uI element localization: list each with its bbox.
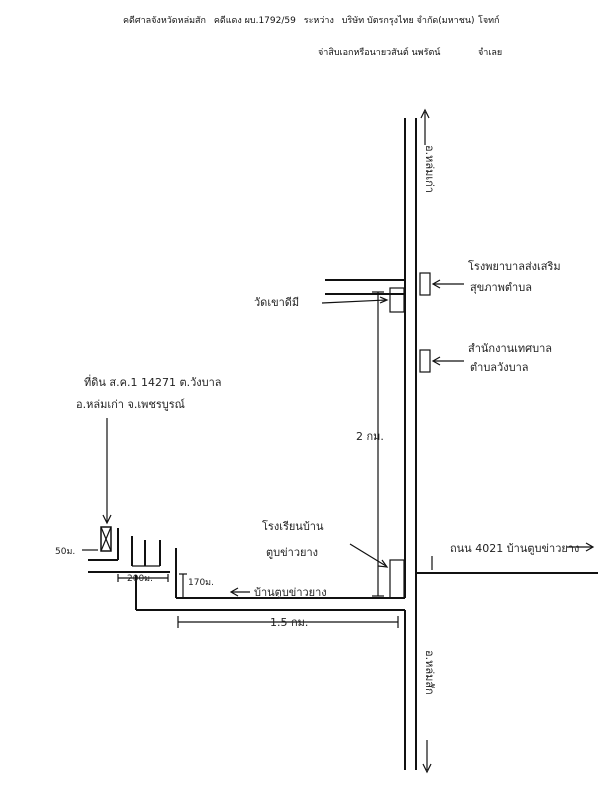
- village-school-label-line1: โรงเรียนบ้าน: [262, 519, 324, 533]
- between-label: ระหว่าง: [303, 16, 334, 26]
- distance-2km-label: 2 กม.: [356, 430, 384, 443]
- defendant-label: จำเลย: [478, 48, 503, 58]
- village-school-pointer: [349, 543, 387, 567]
- municipal-label-line2: ตำบลวังบาล: [470, 361, 529, 374]
- road-4021-label: ถนน 4021 บ้านตูบข่าวยาง: [450, 542, 579, 555]
- south-road-label: อ.หล่มสัก: [423, 650, 436, 695]
- court-name: คดีศาลจังหวัดหล่มสัก: [123, 16, 206, 26]
- land-plot-hatch2: [100, 526, 112, 552]
- north-road-label: อ.หล่มเก่า: [423, 145, 436, 193]
- north-arrow-head: [420, 108, 430, 119]
- distance-1-5km-label: 1.5 กม.: [270, 616, 308, 629]
- village-school-label-line2: ตูบข่าวยาง: [266, 546, 318, 559]
- village-school-building: [389, 559, 405, 599]
- hospital-pointer-head: [431, 279, 441, 289]
- defendant-name: จ่าสิบเอกหรือนายวสันต์ นพรัตน์: [318, 48, 441, 58]
- village-school-pointer-head: [377, 559, 389, 568]
- distance-50m-label: 50ม.: [55, 547, 75, 557]
- village-road-arrow-head: [229, 587, 239, 597]
- hospital-label-line1: โรงพยาบาลส่งเสริม: [468, 259, 561, 273]
- case-header-line: คดีศาลจังหวัดหล่มสัก คดีแดง ผบ.1792/59 ร…: [123, 13, 479, 27]
- municipal-pointer-head: [431, 356, 441, 366]
- village-road-label: บ้านตูบข่าวยาง: [254, 586, 327, 599]
- distance-170m-label: 170ม.: [188, 578, 214, 588]
- plaintiff-name: บริษัท บัตรกรุงไทย จำกัด(มหาชน): [341, 16, 475, 26]
- land-title-label: ที่ดิน ส.ค.1 14271 ต.วังบาล: [84, 374, 222, 389]
- land-location-label: อ.หล่มเก่า จ.เพชรบูรณ์: [76, 398, 185, 411]
- temple-pointer-head: [379, 296, 389, 304]
- temple-building: [389, 287, 405, 313]
- temple-label: วัดเขาดีมี: [254, 296, 299, 309]
- road-4021-arrow-head: [585, 542, 595, 552]
- hospital-label-line2: สุขภาพตำบล: [470, 281, 532, 294]
- land-pointer-head: [102, 514, 112, 525]
- distance-200m-label: 200ม.: [127, 574, 153, 584]
- temple-pointer: [321, 299, 387, 304]
- south-arrow-head: [422, 763, 432, 774]
- municipal-building: [419, 349, 431, 373]
- case-number: คดีแดง ผบ.1792/59: [213, 16, 296, 26]
- hospital-building: [419, 272, 431, 296]
- plaintiff-label: โจทก์: [478, 16, 500, 26]
- municipal-label-line1: สำนักงานเทศบาล: [468, 342, 552, 355]
